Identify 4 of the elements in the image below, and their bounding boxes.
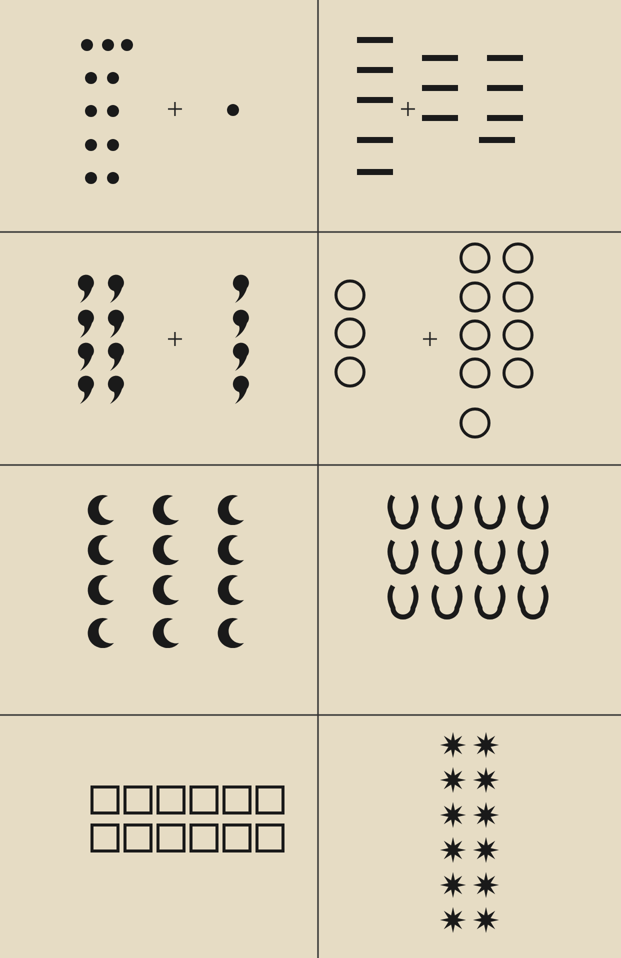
plus-sign: +: [422, 325, 438, 355]
plus-sign: +: [166, 325, 184, 355]
plus-sign: +: [166, 95, 184, 125]
plus-sign: +: [400, 95, 416, 125]
